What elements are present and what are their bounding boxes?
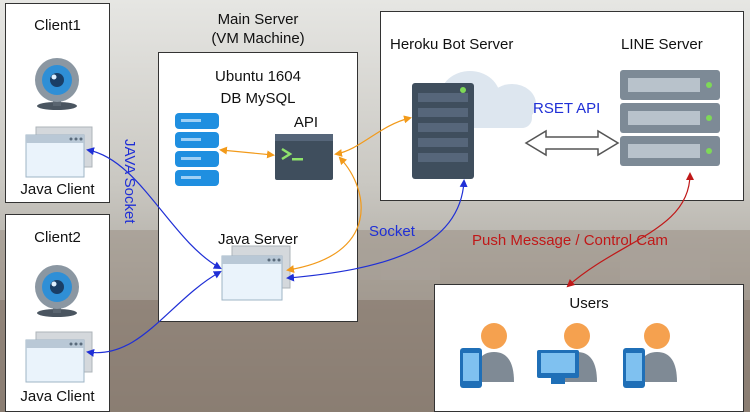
client1-app-label: Java Client xyxy=(20,181,95,198)
socket-label: Socket xyxy=(369,223,415,240)
line-title: LINE Server xyxy=(621,36,703,53)
main-server-caption-line2: (VM Machine) xyxy=(211,30,305,47)
client1-title: Client1 xyxy=(34,17,81,34)
db-label: DB MySQL xyxy=(220,90,296,107)
java-socket-label: JAVA Socket xyxy=(121,139,138,224)
java-server-label: Java Server xyxy=(217,231,299,248)
main-server-caption-line1: Main Server xyxy=(217,11,299,28)
heroku-title: Heroku Bot Server xyxy=(390,36,514,53)
rest-api-label: RSET API xyxy=(533,100,601,117)
push-message-label: Push Message / Control Cam xyxy=(472,232,668,249)
users-title: Users xyxy=(569,295,609,312)
api-label: API xyxy=(293,114,319,131)
client2-title: Client2 xyxy=(34,229,81,246)
client2-app-label: Java Client xyxy=(20,388,95,405)
os-label: Ubuntu 1604 xyxy=(215,68,301,85)
